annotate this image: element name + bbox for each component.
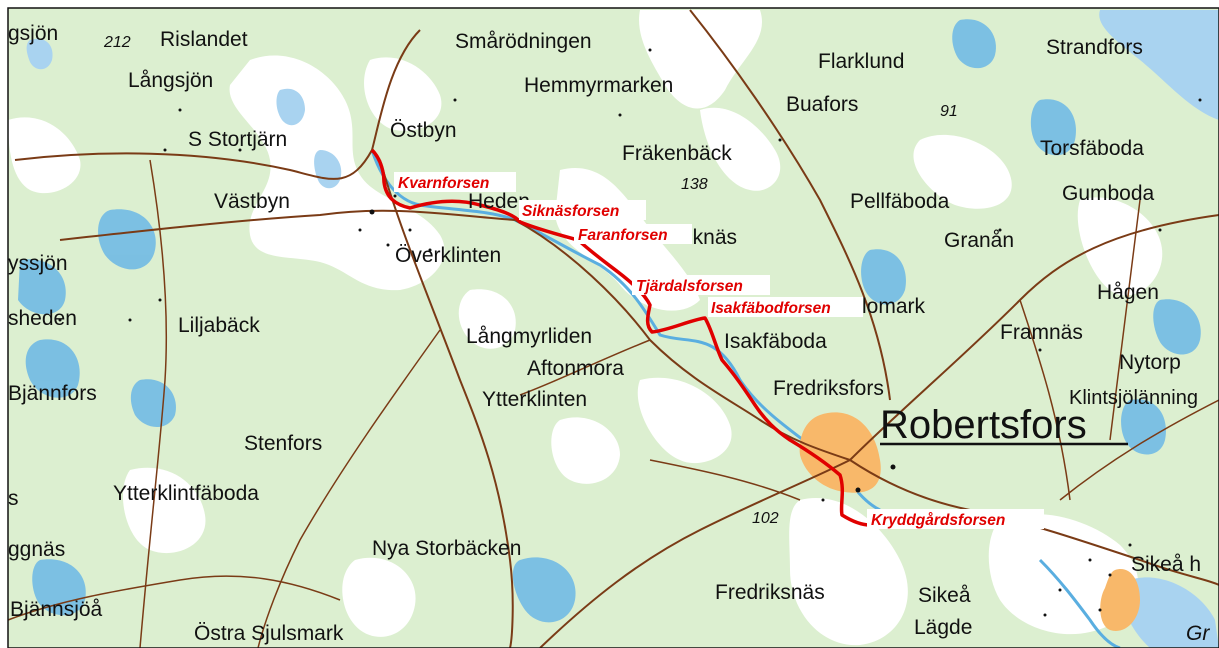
place-nya-storbacken: Nya Storbäcken — [372, 537, 521, 560]
place-s-stortjarn: S Stortjärn — [188, 128, 287, 151]
place-torsfaboda: Torsfäboda — [1040, 137, 1144, 160]
place-gr: Gr — [1186, 622, 1210, 645]
place-stenfors: Stenfors — [244, 432, 322, 455]
place-gumboda: Gumboda — [1062, 182, 1155, 205]
place-buafors: Buafors — [786, 93, 858, 116]
place-langmyrliden: Långmyrliden — [466, 325, 592, 348]
place-s-edge: s — [8, 487, 19, 510]
river-sikea — [1038, 558, 1121, 648]
lakes — [26, 10, 1219, 648]
rapids-labels: Kvarnforsen Siknäsforsen Faranforsen Tjä… — [394, 172, 1044, 529]
place-hemmyrmarken: Hemmyrmarken — [524, 74, 673, 97]
place-ostbyn: Östbyn — [390, 119, 457, 142]
place-sheden: sheden — [8, 307, 77, 330]
place-siknas: iknäs — [688, 226, 737, 249]
place-bjannsjoa: Bjännsjöå — [10, 598, 103, 621]
place-klintsjolanning: Klintsjölänning — [1069, 387, 1198, 409]
place-liljaback: Liljabäck — [178, 314, 260, 337]
place-ytterklintfaboda: Ytterklintfäboda — [113, 482, 259, 505]
place-nytorp: Nytorp — [1119, 351, 1181, 374]
rapid-tjardalsforsen: Tjärdalsforsen — [636, 278, 743, 295]
place-strandfors: Strandfors — [1046, 36, 1143, 59]
urban-areas — [799, 412, 1140, 631]
place-overklinten: Överklinten — [395, 244, 501, 267]
place-heden: Heden — [468, 190, 530, 213]
place-yssjon: yssjön — [8, 252, 68, 275]
place-flarklund: Flarklund — [818, 50, 904, 73]
place-ytterklinten: Ytterklinten — [482, 388, 587, 411]
marsh-areas — [18, 19, 1201, 623]
place-sikea: Sikeå — [918, 584, 971, 607]
elevation-102: 102 — [752, 510, 779, 527]
place-rislandet: Rislandet — [160, 28, 248, 51]
place-framnas: Framnäs — [1000, 321, 1083, 344]
rapid-siknasforsen: Siknäsforsen — [522, 203, 619, 220]
place-aftonmora: Aftonmora — [527, 357, 624, 380]
place-ggnas: ggnäs — [8, 538, 65, 561]
place-lomark: lomark — [862, 295, 926, 318]
place-isakfaboda: Isakfäboda — [724, 330, 827, 353]
place-ostra-sjulsmark: Östra Sjulsmark — [194, 622, 344, 645]
place-fredriksnas: Fredriksnäs — [715, 581, 825, 604]
map-border — [7, 7, 1219, 648]
place-pellfaboda: Pellfäboda — [850, 190, 950, 213]
rapid-isakfabodforsen: Isakfäbodforsen — [711, 300, 831, 317]
place-fredriksfors: Fredriksfors — [773, 377, 884, 400]
rapid-kvarnforsen: Kvarnforsen — [398, 175, 489, 192]
rapid-faranforsen: Faranforsen — [578, 227, 668, 244]
roads — [7, 9, 1219, 648]
place-smarodningen: Smårödningen — [455, 30, 592, 53]
town-robertsfors: Robertsfors — [880, 403, 1087, 447]
place-sikea-h: Sikeå h — [1131, 553, 1201, 576]
place-granan: Granån — [944, 229, 1014, 252]
rapids-route — [370, 148, 871, 527]
elevation-91: 91 — [940, 103, 958, 120]
elevation-138: 138 — [681, 176, 708, 193]
place-langsjon: Långsjön — [128, 69, 213, 92]
place-gsjon: gsjön — [8, 22, 58, 45]
place-bjannfors: Bjännfors — [8, 382, 97, 405]
place-lagde: Lägde — [914, 616, 972, 639]
rapid-kryddgardsforsen: Kryddgårdsforsen — [871, 512, 1005, 529]
place-hagen: Hågen — [1097, 281, 1159, 304]
place-vastbyn: Västbyn — [214, 190, 290, 213]
place-frakenback: Fräkenbäck — [622, 142, 732, 165]
elevation-212: 212 — [103, 34, 131, 51]
